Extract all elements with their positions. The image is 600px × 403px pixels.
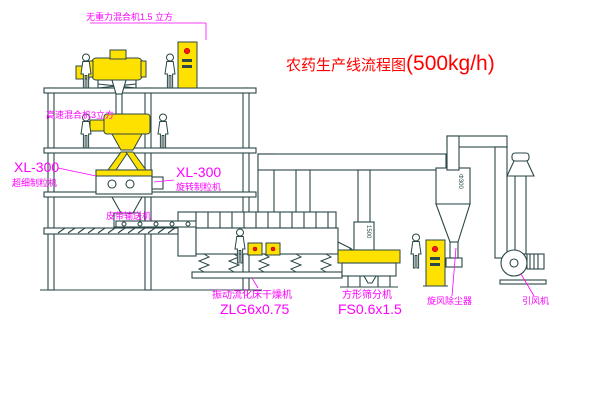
conveyor-roller bbox=[137, 221, 143, 227]
label-fan: 引风机 bbox=[522, 295, 549, 306]
drop-pipe bbox=[115, 93, 123, 115]
label-cyclone: 旋风除尘器 bbox=[427, 295, 472, 306]
label-dryer-name: 振动流化床干燥机 bbox=[212, 288, 292, 301]
drawing-title: 农药生产线流程图(500kg/h) bbox=[286, 52, 495, 75]
sieve-body bbox=[341, 262, 397, 277]
mixer-motor bbox=[89, 119, 105, 132]
worker-figure bbox=[410, 233, 422, 269]
y-chute-right bbox=[125, 151, 147, 171]
granulator-roller bbox=[107, 179, 117, 189]
cyclone-outlet-pipe bbox=[446, 135, 460, 171]
gravity-free-mixer bbox=[75, 49, 147, 115]
label-sieve-name: 方形筛分机 bbox=[342, 288, 392, 301]
support-spring bbox=[198, 253, 210, 273]
panel-switch bbox=[182, 65, 192, 68]
label-sieve-model: FS0.6x1.5 bbox=[338, 301, 402, 317]
label-high-speed-mixer: 高速混合机3立方 bbox=[46, 109, 114, 120]
belt-conveyor bbox=[115, 220, 197, 228]
induced-draft-fan-assembly bbox=[499, 152, 547, 285]
column-right bbox=[242, 87, 250, 291]
support-spring bbox=[290, 253, 302, 273]
dryer-top-frame bbox=[195, 211, 337, 229]
mixer-inlet bbox=[109, 49, 127, 60]
label-left-granulator-name: 超细制粒机 bbox=[12, 177, 57, 188]
sieve-legs bbox=[340, 276, 398, 288]
deck-second bbox=[43, 147, 257, 154]
conveyor-roller bbox=[121, 221, 127, 227]
fluid-bed-dryer bbox=[177, 211, 351, 279]
label-dryer-model: ZLG6x0.75 bbox=[220, 301, 289, 317]
fan-downcomer-pipe bbox=[494, 146, 508, 259]
cyclone-size-annotation: Φ300 bbox=[457, 174, 463, 189]
mixer-drum bbox=[91, 57, 143, 81]
panel-switch bbox=[430, 263, 440, 266]
cyclone-cylinder bbox=[435, 167, 471, 205]
sieve-riser-duct bbox=[357, 169, 371, 223]
cyclone-cone bbox=[435, 203, 471, 243]
conveyor-roller bbox=[185, 221, 191, 227]
dryer-flange-ticks bbox=[207, 212, 329, 228]
label-center-granulator-model: XL-300 bbox=[176, 164, 221, 180]
fan-hub bbox=[509, 258, 519, 268]
granulator-motor bbox=[151, 176, 164, 190]
label-gravity-free-mixer: 无重力混合机1.5 立方 bbox=[86, 11, 173, 22]
rotary-granulator bbox=[95, 169, 164, 228]
fan-motor-fins bbox=[529, 254, 539, 269]
cyclone-dip-pipe bbox=[449, 241, 459, 259]
worker-figure bbox=[164, 53, 176, 89]
dryer-base-frame bbox=[191, 271, 343, 279]
drawing-title-text: 农药生产线流程图 bbox=[286, 57, 406, 74]
leader-lines bbox=[57, 22, 535, 297]
mixer-end-flange bbox=[140, 60, 147, 78]
square-sieve: 1500 bbox=[337, 221, 401, 288]
granulator-roller bbox=[125, 179, 135, 189]
cyclone-separator: Φ300 bbox=[435, 167, 471, 268]
fan-base bbox=[499, 279, 547, 285]
stack-cap-cone bbox=[506, 160, 535, 177]
indicator-light bbox=[252, 246, 258, 252]
support-spring bbox=[320, 253, 332, 273]
drawing-title-capacity: (500kg/h) bbox=[406, 52, 495, 75]
y-chute-left bbox=[107, 151, 129, 171]
sieve-deck bbox=[337, 249, 401, 264]
worker-figure bbox=[80, 53, 92, 89]
exhaust-stack bbox=[514, 175, 527, 255]
deck-top bbox=[43, 87, 257, 94]
support-spring bbox=[258, 253, 270, 273]
conveyor-roller bbox=[153, 221, 159, 227]
indicator-light bbox=[270, 246, 276, 252]
granulator-top-strip bbox=[95, 169, 153, 177]
mixer-legs bbox=[97, 80, 137, 89]
worker-figure bbox=[157, 113, 169, 149]
high-speed-mixer bbox=[89, 113, 151, 171]
control-panel-right bbox=[423, 239, 448, 287]
cyclone-airlock bbox=[445, 257, 463, 268]
main-horizontal-duct bbox=[257, 153, 447, 171]
outlet-piping bbox=[446, 135, 508, 259]
indicator-light bbox=[183, 47, 191, 55]
label-belt-conveyor: 皮带输送机 bbox=[106, 210, 151, 221]
panel-switch bbox=[182, 59, 192, 62]
stack-rain-cap bbox=[511, 152, 530, 162]
control-panel-top bbox=[177, 41, 198, 89]
second-riser-duct bbox=[295, 169, 311, 215]
label-center-granulator-name: 旋转制粒机 bbox=[176, 181, 221, 192]
indicator-light bbox=[431, 245, 439, 253]
mixer-discharge-cone bbox=[111, 133, 143, 151]
fan-motor bbox=[526, 253, 545, 270]
conveyor-roller bbox=[169, 221, 175, 227]
dryer-inlet-box bbox=[177, 211, 197, 257]
label-left-granulator-model: XL-300 bbox=[14, 159, 59, 175]
feed-box-size-annotation: 1500 bbox=[365, 225, 371, 239]
sieve-discharge-spout bbox=[363, 275, 377, 284]
panel-switch bbox=[430, 257, 440, 260]
